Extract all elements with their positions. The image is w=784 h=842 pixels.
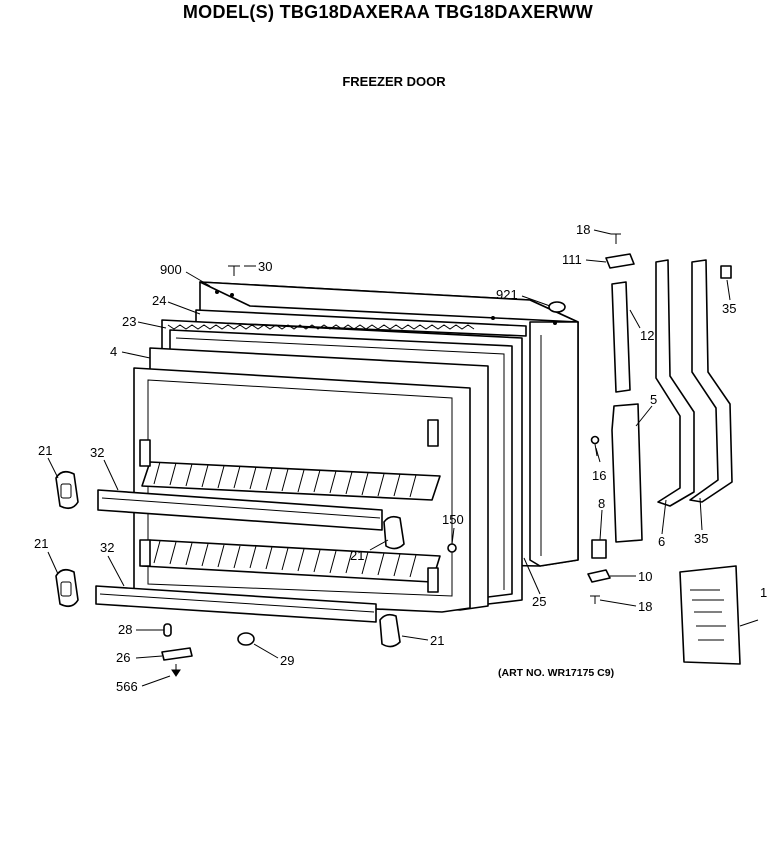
callout-21-c: 21 [34,536,48,551]
trim-piece-35 [720,265,732,279]
callout-111: 111 [562,252,582,267]
callout-900: 900 [160,262,182,277]
plug-921 [548,301,566,313]
door-shelf-32-lower [95,585,377,623]
callout-23: 23 [122,314,136,329]
callout-18-bot: 18 [638,599,652,614]
callout-150: 150 [442,512,464,527]
callout-21-a: 21 [38,443,52,458]
callout-30: 30 [258,259,272,274]
hinge-bar-12 [611,281,631,393]
callout-5: 5 [650,392,657,407]
bracket-111 [605,253,635,269]
callout-35-top: 35 [722,301,736,316]
model-title: MODEL(S) TBG18DAXERAA TBG18DAXERWW [183,2,593,22]
art-number: (ART NO. WR17175 C9) [498,667,614,679]
screw-18-bot [590,595,600,604]
callout-32-a: 32 [90,445,104,460]
cap-29 [237,632,255,646]
callout-21-d: 21 [430,633,444,648]
callout-35-bot: 35 [694,531,708,546]
screw-16 [590,435,600,457]
screw-150 [447,543,457,558]
callout-16: 16 [592,468,606,483]
bracket-10 [587,569,611,583]
leader-lines [47,229,759,687]
callout-26: 26 [116,650,130,665]
breaker-strip-24 [195,309,527,337]
door-liner-4 [133,347,489,613]
hinge-pin-26 [161,647,193,661]
callout-12: 12 [640,328,654,343]
handle-6 [655,259,695,507]
callout-18-top: 18 [576,222,590,237]
callout-1: 1 [760,585,767,600]
shelf-end-cap-21-a [55,470,79,510]
callout-25: 25 [532,594,546,609]
callout-21-b: 21 [350,548,364,563]
callout-32-b: 32 [100,540,114,555]
shelf-end-cap-21-c [55,568,79,608]
callout-4: 4 [110,344,117,359]
screw-18-top [611,233,621,244]
shelf-end-cap-21-d [379,613,401,648]
callout-10: 10 [638,569,652,584]
callout-24: 24 [152,293,166,308]
callout-566: 566 [116,679,138,694]
handle-35 [689,259,733,503]
callout-921: 921 [496,287,518,302]
screw-30 [228,265,240,276]
shim-8 [591,539,607,559]
washer-566 [171,664,181,677]
door-shelf-32-upper [97,489,383,531]
section-title: FREEZER DOOR [342,74,446,89]
installation-manual-1 [679,565,741,665]
shelf-end-cap-21-b [383,515,405,550]
callout-29: 29 [280,653,294,668]
callout-6: 6 [658,534,665,549]
callout-8: 8 [598,496,605,511]
door-stop-28 [163,623,172,637]
hinge-5 [611,403,643,543]
callout-28: 28 [118,622,132,637]
